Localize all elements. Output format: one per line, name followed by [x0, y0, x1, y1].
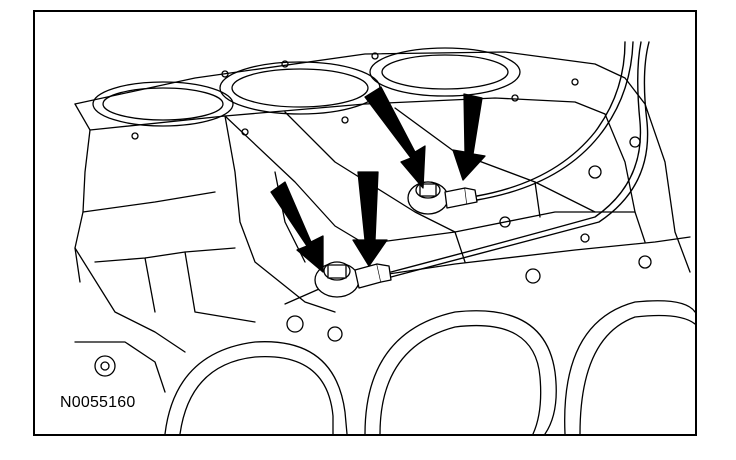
knock-sensor-lower — [314, 261, 392, 298]
upper-cylinder-bores — [92, 47, 579, 140]
figure-id-label: N0055160 — [60, 394, 136, 411]
arrow-down-icon — [364, 86, 426, 189]
pointer-arrows — [270, 86, 486, 273]
engine-block-outline — [74, 51, 691, 353]
arrow-down-icon — [452, 93, 486, 181]
sensor-wiring — [390, 41, 650, 278]
engine-block-illustration — [74, 41, 695, 434]
arrow-down-icon — [352, 171, 388, 267]
valley-surfaces — [224, 107, 641, 263]
arrow-down-icon — [270, 181, 324, 273]
figure-frame: N0055160 — [33, 10, 697, 436]
knock-sensor-upper — [407, 181, 478, 215]
